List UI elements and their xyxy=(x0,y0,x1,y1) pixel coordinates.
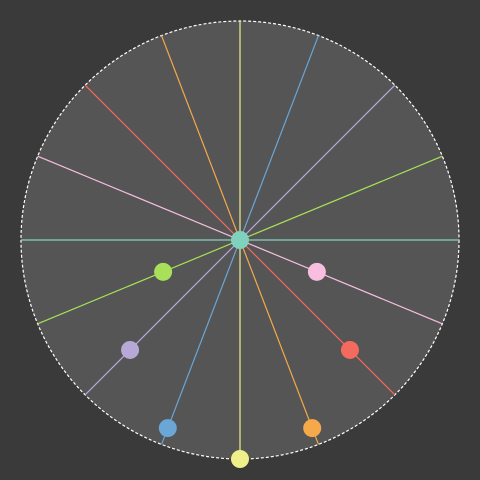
purple-bead xyxy=(121,340,140,359)
blue-bead xyxy=(158,419,177,438)
green-bead xyxy=(154,262,173,281)
red-bead xyxy=(340,340,359,359)
pink-bead xyxy=(307,262,326,281)
yellow-bead xyxy=(231,450,249,468)
center-hub xyxy=(231,231,249,249)
beads-layer xyxy=(121,262,359,468)
orange-bead xyxy=(303,419,322,438)
